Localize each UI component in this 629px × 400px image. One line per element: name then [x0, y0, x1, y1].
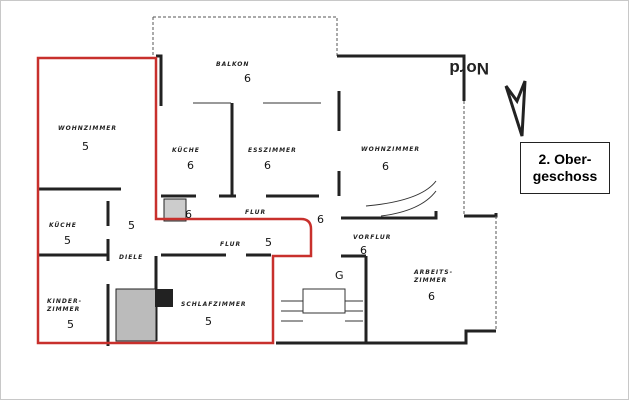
- wall-interior: [38, 187, 271, 257]
- north-arrow-icon: [504, 80, 527, 137]
- floor-label-line1: 2. Ober-: [538, 151, 592, 167]
- wall-north-east: [337, 54, 466, 101]
- spiral-stair: [365, 180, 437, 217]
- wall: [156, 54, 163, 106]
- bathroom: [115, 288, 157, 342]
- room-number: 5: [205, 315, 212, 328]
- room-label: DIELE: [119, 254, 143, 261]
- room-label: ARBEITS-: [413, 269, 453, 276]
- room-label: VORFLUR: [353, 234, 391, 241]
- room-number: 6: [360, 244, 367, 257]
- room-number: 6: [264, 159, 271, 172]
- stair-well: [302, 288, 346, 314]
- wc: [163, 198, 187, 222]
- room-label: KÜCHE: [49, 222, 77, 229]
- room-label: BALKON: [216, 61, 249, 68]
- room-label: ESSZIMMER: [248, 147, 297, 154]
- room-label: KINDER-: [47, 298, 82, 305]
- north-label: Nord: [449, 59, 489, 78]
- balcony-outline: [153, 16, 338, 56]
- floor-label-box: 2. Ober- geschoss: [520, 142, 610, 194]
- room-number: 6: [187, 159, 194, 172]
- room-number: 6: [244, 72, 251, 85]
- room-number: 5: [64, 234, 71, 247]
- room-number: 6: [382, 160, 389, 173]
- room-number: 6: [185, 208, 192, 221]
- room-label: KÜCHE: [172, 147, 200, 154]
- room-label: WOHNZIMMER: [361, 146, 420, 153]
- apartment-highlight: [36, 56, 313, 345]
- wall: [341, 211, 498, 220]
- stair-steps: [281, 300, 363, 322]
- room-number: 5: [128, 219, 135, 232]
- floor-label-line2: geschoss: [532, 168, 598, 184]
- shaft: [155, 289, 173, 307]
- wall-south-east: [341, 254, 496, 345]
- room-number: 5: [67, 318, 74, 331]
- room-label: WOHNZIMMER: [58, 125, 117, 132]
- room-number: 5: [265, 236, 272, 249]
- room-label: FLUR: [220, 241, 241, 248]
- room-number: G: [335, 269, 344, 282]
- room-label: ZIMMER: [413, 277, 447, 284]
- room-number: 6: [428, 290, 435, 303]
- room-label: FLUR: [245, 209, 266, 216]
- room-number: 5: [82, 140, 89, 153]
- room-label: SCHLAFZIMMER: [181, 301, 247, 308]
- room-label: ZIMMER: [46, 306, 80, 313]
- room-number: 6: [317, 213, 324, 226]
